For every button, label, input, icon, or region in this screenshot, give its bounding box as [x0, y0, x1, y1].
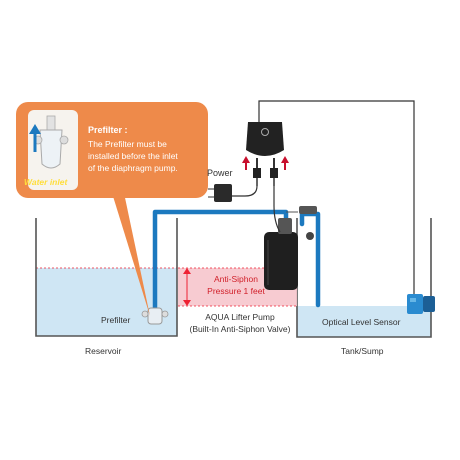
prefilter-cup-left: [141, 310, 149, 318]
prefilter-label: Prefilter: [101, 315, 131, 325]
illus-nozzle: [46, 115, 56, 131]
power-adapter: [208, 184, 232, 202]
red-arrow-right-head: [281, 156, 289, 163]
callout-title: Prefilter :: [88, 125, 128, 135]
red-arrow-left-head: [242, 156, 250, 163]
callout-body-line-2: installed before the inlet: [88, 151, 178, 161]
controller: [242, 122, 289, 186]
level-sensor: [407, 294, 435, 314]
pump-cable: [273, 186, 281, 233]
sensor-body: [407, 294, 423, 314]
sensor-mount: [423, 296, 435, 312]
reservoir-walls: [35, 218, 178, 337]
sensor-cable: [258, 100, 415, 296]
callout-body: The Prefilter must be installed before t…: [88, 138, 178, 174]
prefilter-cup-right: [161, 310, 169, 318]
tank-label: Tank/Sump: [341, 346, 384, 356]
power-label: Power: [207, 168, 233, 178]
illus-cup-right: [59, 135, 69, 145]
callout-pointer: [112, 193, 150, 316]
controller-plug-right: [270, 168, 278, 178]
pressure-arrow-down-head: [183, 300, 191, 306]
outlet-tube: [299, 211, 321, 308]
pressure-arrow-up-head: [183, 268, 191, 274]
anti-siphon-line-1: Anti-Siphon: [214, 274, 258, 284]
cables: [232, 100, 415, 296]
controller-button-icon: [261, 128, 269, 136]
anti-siphon-label: Anti-Siphon Pressure 1 feet: [196, 273, 276, 297]
controller-body: [246, 122, 284, 156]
adapter-body: [214, 184, 232, 202]
pump-label-line-1: AQUA Lifter Pump: [205, 312, 275, 322]
sensor-label: Optical Level Sensor: [322, 317, 401, 327]
power-cable: [232, 185, 258, 197]
reservoir-label: Reservoir: [85, 346, 122, 356]
pump-body: [264, 232, 298, 290]
illus-body: [39, 129, 63, 169]
water-inlet-label: Water inlet: [24, 177, 68, 187]
water-flow-arrow-head: [29, 124, 41, 134]
pump-fitting: [299, 206, 317, 214]
pump: [264, 206, 317, 290]
callout: [16, 102, 208, 316]
prefilter-body: [147, 307, 163, 325]
pump-valve: [306, 232, 314, 240]
pump-head: [278, 218, 292, 234]
callout-body-line-1: The Prefilter must be: [88, 139, 167, 149]
pump-label-line-2: (Built-In Anti-Siphon Valve): [189, 324, 291, 334]
prefilter-device: [141, 307, 169, 325]
controller-plug-left: [253, 168, 261, 178]
pump-label: AQUA Lifter Pump (Built-In Anti-Siphon V…: [178, 311, 302, 335]
sensor-lens: [410, 298, 416, 302]
callout-body-line-3: of the diaphragm pump.: [88, 163, 178, 173]
anti-siphon-line-2: Pressure 1 feet: [207, 286, 265, 296]
